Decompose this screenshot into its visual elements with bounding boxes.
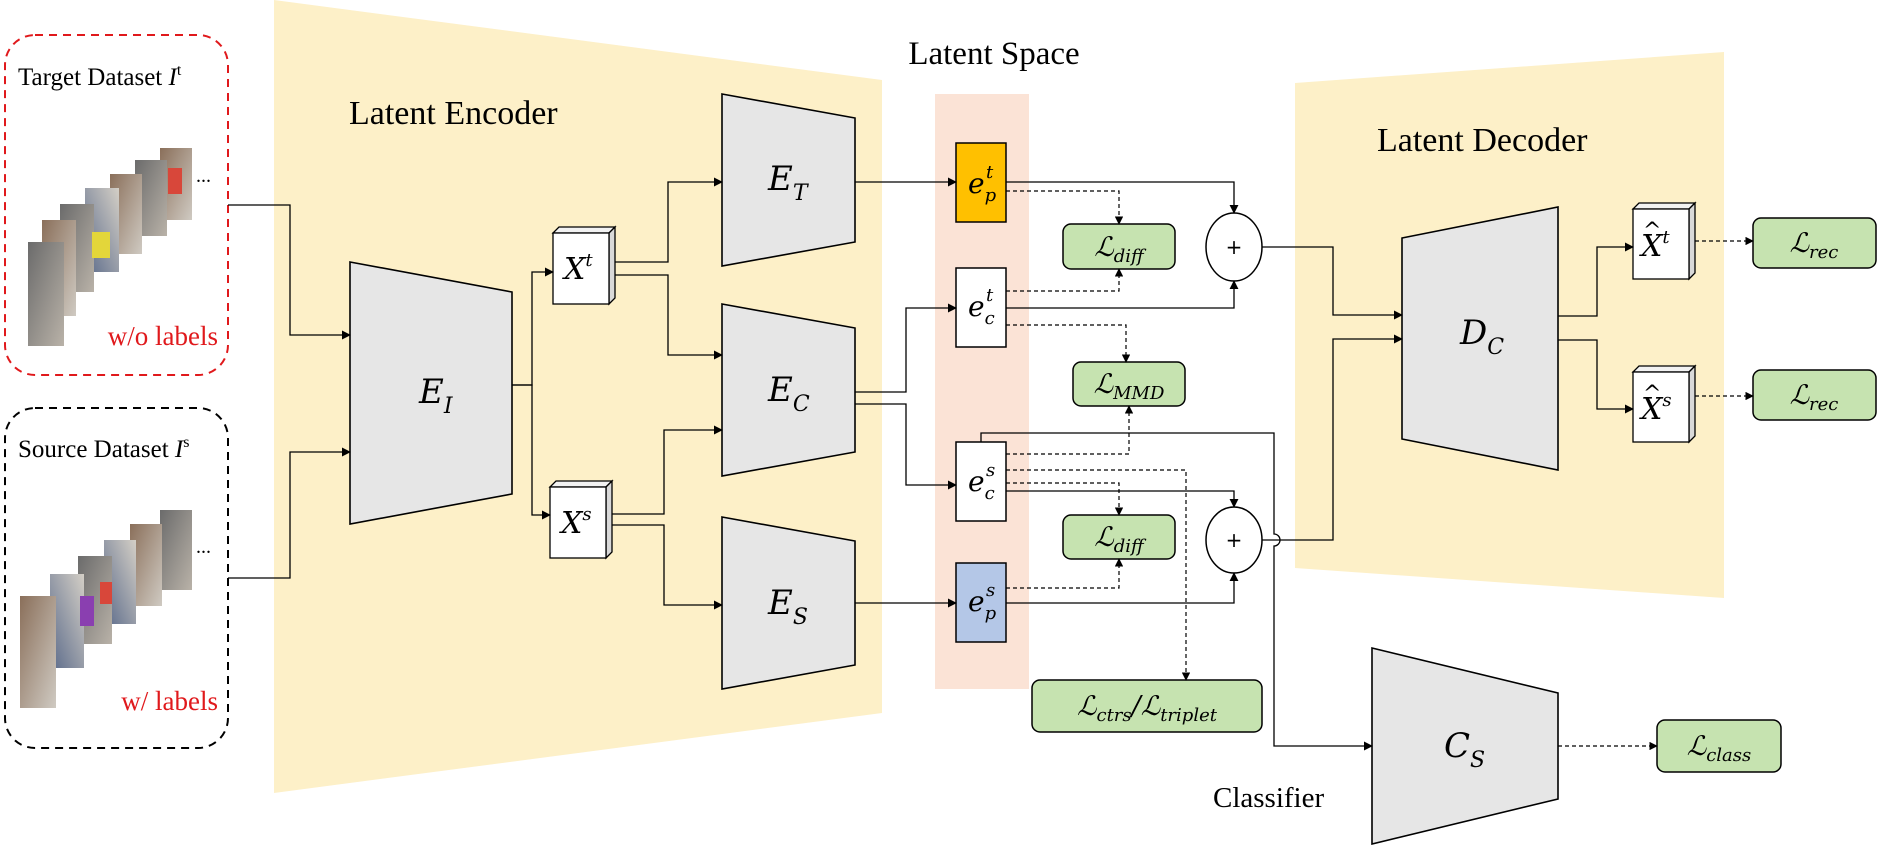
- svg-text:+: +: [1226, 528, 1243, 552]
- encoder-ET: ET: [721, 93, 856, 267]
- latent-encoder-title: Latent Encoder: [349, 95, 558, 132]
- svg-text:ℒrec: ℒrec: [1790, 380, 1839, 415]
- svg-text:ℒdiff: ℒdiff: [1094, 522, 1147, 557]
- svg-text:Xt: Xt: [562, 250, 593, 287]
- encoder-ES: ES: [721, 516, 856, 690]
- svg-text:ℒctrs/ℒtriplet: ℒctrs/ℒtriplet: [1077, 691, 1218, 726]
- embedding-ept: ep t: [955, 142, 1007, 223]
- source-dataset-note: w/ labels: [121, 686, 218, 716]
- target-dataset-label: Target Dataset It: [18, 62, 182, 91]
- loss-mmd: ℒMMD: [1072, 361, 1186, 407]
- source-ellipsis: ...: [196, 536, 211, 558]
- svg-text:ℒdiff: ℒdiff: [1094, 232, 1147, 267]
- svg-text:s: s: [986, 580, 995, 601]
- source-dataset-label: Source Dataset Is: [18, 434, 189, 463]
- loss-diff-1: ℒdiff: [1062, 223, 1176, 270]
- embedding-ecs: ec s: [955, 441, 1007, 522]
- latent-decoder-title: Latent Decoder: [1377, 122, 1588, 159]
- feature-Xt: Xt: [551, 225, 617, 306]
- loss-rec-1: ℒrec: [1752, 217, 1877, 269]
- feature-Xs: Xs: [548, 479, 614, 560]
- target-image-stack: [28, 148, 192, 346]
- latent-space-title: Latent Space: [908, 36, 1079, 72]
- svg-text:ec: ec: [968, 465, 995, 504]
- encoder-EC: EC: [721, 303, 856, 477]
- loss-diff-2: ℒdiff: [1062, 514, 1176, 560]
- svg-text:EI: EI: [418, 372, 454, 419]
- source-image-stack: [20, 510, 192, 708]
- svg-text:DC: DC: [1459, 313, 1504, 360]
- svg-text:^: ^: [1643, 219, 1661, 244]
- loss-rec-2: ℒrec: [1752, 369, 1877, 421]
- svg-text:ep: ep: [968, 585, 997, 624]
- svg-text:EC: EC: [767, 370, 810, 417]
- solid-connectors: [228, 177, 1634, 751]
- svg-text:ℒMMD: ℒMMD: [1094, 369, 1165, 404]
- svg-text:+: +: [1226, 235, 1243, 259]
- dashed-connectors: [1006, 190, 1754, 751]
- feature-Xhat-t: Xt ^: [1631, 201, 1697, 281]
- feature-Xhat-s: Xs ^: [1631, 364, 1697, 444]
- target-ellipsis: ...: [196, 165, 211, 187]
- svg-text:ℒclass: ℒclass: [1687, 731, 1752, 766]
- encoder-EI: EI: [349, 261, 513, 525]
- svg-text:t: t: [986, 285, 994, 306]
- svg-text:ℒrec: ℒrec: [1790, 228, 1839, 263]
- decoder-DC: DC: [1401, 206, 1559, 471]
- classifier-CS: CS: [1371, 646, 1559, 845]
- embedding-ect: ec t: [955, 267, 1007, 348]
- embedding-eps: ep s: [955, 562, 1007, 643]
- target-dataset-note: w/o labels: [108, 321, 218, 351]
- svg-text:CS: CS: [1444, 726, 1485, 773]
- svg-text:^: ^: [1643, 382, 1661, 407]
- plus-node-bottom: +: [1205, 506, 1263, 574]
- svg-text:ES: ES: [767, 583, 808, 630]
- svg-text:Xt: Xt: [1639, 227, 1670, 264]
- loss-ctrs-triplet: ℒctrs/ℒtriplet: [1031, 679, 1263, 733]
- svg-text:Xs: Xs: [559, 504, 592, 541]
- svg-text:t: t: [986, 162, 994, 183]
- svg-text:ep: ep: [968, 167, 997, 206]
- svg-text:ET: ET: [767, 159, 810, 206]
- loss-class: ℒclass: [1656, 719, 1782, 773]
- classifier-title: Classifier: [1213, 782, 1324, 814]
- svg-text:Xs: Xs: [1639, 390, 1672, 427]
- svg-text:ec: ec: [968, 290, 995, 329]
- plus-node-top: +: [1205, 212, 1263, 282]
- svg-text:s: s: [986, 460, 995, 481]
